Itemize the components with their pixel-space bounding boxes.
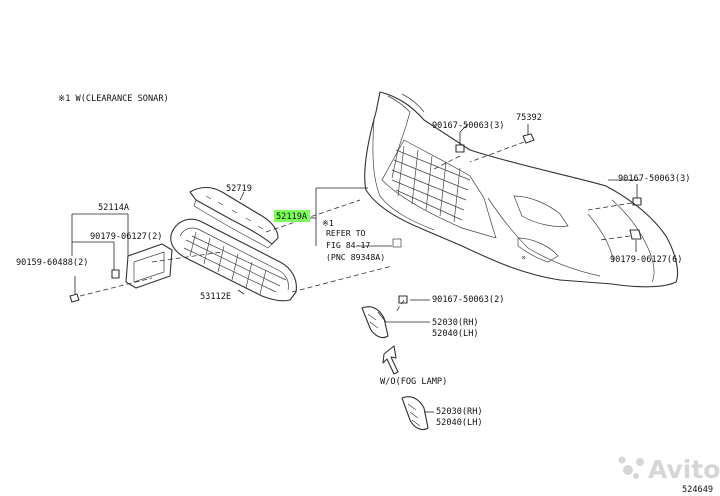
assembly-line-2 [469, 141, 525, 163]
label-52119a: 52119A [276, 212, 308, 222]
refer-note-line1: ※1 [322, 218, 334, 228]
label-52040-lh-2: 52040(LH) [436, 418, 483, 428]
label-53112e: 53112E [200, 292, 231, 302]
refer-note-line3: FIG 84-17 [326, 240, 370, 250]
clearance-sonar-note: ※1 W(CLEARANCE SONAR) [58, 94, 169, 104]
label-90167-top: 90167-50063(3) [432, 121, 504, 131]
clip-90167-top [455, 132, 465, 153]
label-90167-mid: 90167-50063(2) [432, 295, 504, 305]
label-52030-rh: 52030(RH) [432, 318, 479, 328]
arrow-up [382, 345, 399, 375]
figure-code: 524649 [682, 485, 713, 495]
label-52719: 52719 [226, 184, 252, 194]
bracket-52114a-drawing [69, 243, 173, 303]
fog-lamp-note: W/O(FOG LAMP) [380, 377, 447, 387]
assembly-line-4 [599, 235, 631, 241]
avito-watermark: Avito [618, 455, 720, 484]
leader-lines [71, 123, 640, 413]
label-90167-right: 90167-50063(3) [618, 174, 690, 184]
assembly-line-6 [395, 299, 405, 313]
label-52114a: 52114A [98, 203, 130, 213]
assembly-line-1 [431, 155, 461, 171]
label-52119a-highlight [274, 210, 310, 222]
fog-cover-lower-drawing [401, 396, 429, 431]
assembly-line-9 [265, 199, 361, 233]
label-75392: 75392 [516, 113, 542, 123]
bumper-cover-drawing [364, 91, 679, 288]
label-52040-lh: 52040(LH) [432, 329, 479, 339]
watermark-text: Avito [648, 455, 720, 484]
clip-75392 [522, 124, 535, 144]
assembly-line-7 [151, 251, 223, 263]
label-90179-left: 90179-06127(2) [90, 232, 162, 242]
moulding-52719-drawing [189, 186, 279, 249]
refer-note-line2: REFER TO [326, 228, 366, 238]
fog-cover-upper-drawing [361, 295, 408, 339]
assembly-line-5 [291, 265, 393, 293]
assembly-line-3 [587, 202, 633, 211]
label-52030-rh-2: 52030(RH) [436, 407, 483, 417]
grille-53112e-drawing [170, 218, 297, 302]
label-90159: 90159-60488(2) [16, 258, 88, 268]
clip-90179-right [629, 229, 642, 240]
refer-note-line4: (PNC 89348A) [326, 252, 385, 262]
assembly-line-8 [79, 277, 153, 297]
label-90179-right: 90179-06127(6) [610, 255, 682, 265]
